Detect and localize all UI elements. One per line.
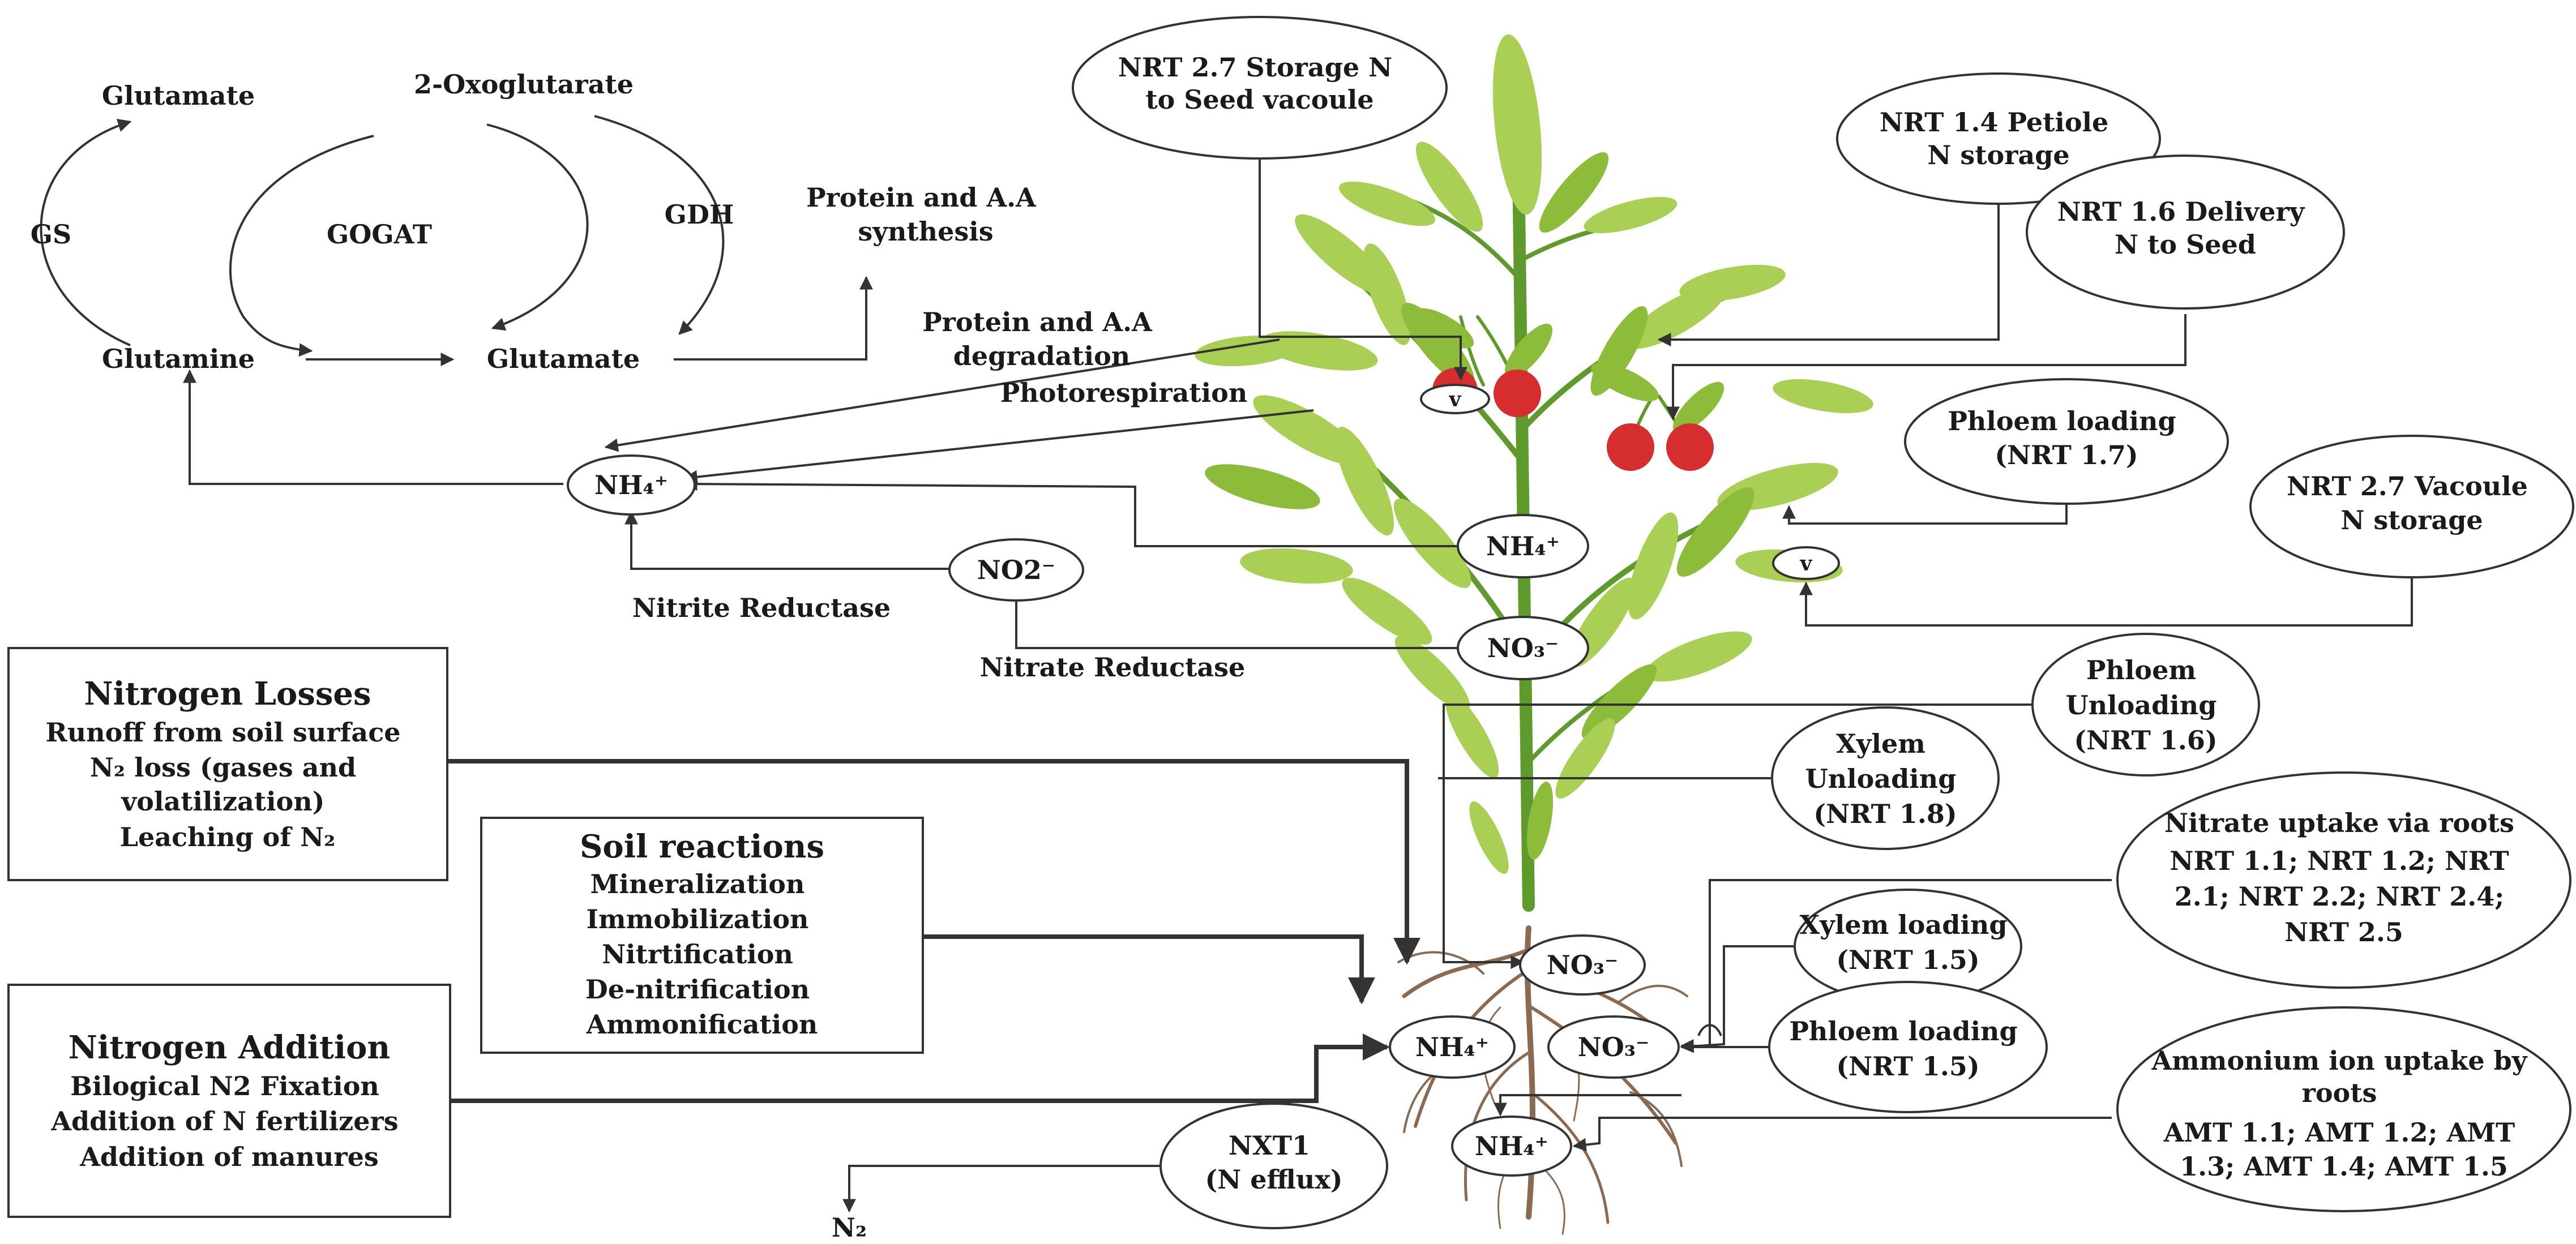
nrt16-delivery-node: NRT 1.6 Delivery N to Seed <box>2026 155 2345 310</box>
transporter-nodes: NRT 2.7 Storage N to Seed vacoule NRT 1.… <box>1072 16 2574 1229</box>
nrt14-node: NRT 1.4 Petiole N storage <box>1836 72 2161 205</box>
ion-nodes: NH₄⁺ NO2⁻ NH₄⁺ NO₃⁻ NO₃⁻ NH₄⁺ NO₃⁻ NH₄⁺ <box>567 384 1840 1243</box>
connectors <box>40 115 2413 1213</box>
phloem-unloading-node: Phloem Unloading (NRT 1.6) <box>2031 633 2260 777</box>
phloem-unloading-label: Phloem Unloading (NRT 1.6) <box>2066 655 2226 756</box>
phloem-loading-17-node: Phloem loading (NRT 1.7) <box>1904 378 2229 505</box>
nh4-root-bottom-label: NH₄⁺ <box>1475 1131 1548 1161</box>
n2-label: N₂ <box>832 1212 867 1243</box>
photorespiration-label: Photorespiration <box>1000 378 1248 408</box>
protein-synthesis-label: Protein and A.A synthesis <box>806 182 1045 247</box>
xylem-loading-label: Xylem loading (NRT 1.5) <box>1799 910 2016 975</box>
nh4-stem-node: NH₄⁺ <box>1457 514 1589 578</box>
ammonium-uptake-node: Ammonium ion uptake by roots AMT 1.1; AM… <box>2116 1006 2571 1212</box>
glutamate-bottom-label: Glutamate <box>487 344 640 374</box>
fruit-vacuole-node: v <box>1420 384 1490 414</box>
gs-gogat-cycle: Glutamate 2-Oxoglutarate GS GOGAT GDH Gl… <box>31 69 734 374</box>
protein-degradation-label: Protein and A.A degradation <box>922 307 1161 371</box>
no3-root-top-node: NO₃⁻ <box>1519 934 1646 996</box>
nh4-root-left-node: NH₄⁺ <box>1389 1015 1516 1079</box>
soil-reactions-items: Mineralization Immobilization Nitrtifica… <box>585 869 819 1040</box>
phloem-loading-17-label: Phloem loading (NRT 1.7) <box>1948 406 2185 470</box>
leaf-vacuole-label: v <box>1800 552 1813 576</box>
xylem-unloading-node: Xylem Unloading (NRT 1.8) <box>1771 706 2000 850</box>
nrt27-seed-node: NRT 2.7 Storage N to Seed vacoule <box>1072 16 1448 160</box>
nrt27-vacuole-label: NRT 2.7 Vacoule N storage <box>2287 471 2537 535</box>
fruits <box>1413 308 1725 471</box>
nxt1-node: NXT1 (N efflux) <box>1159 1103 1388 1229</box>
nitrate-uptake-node: Nitrate uptake via roots NRT 1.1; NRT 1.… <box>2116 771 2571 989</box>
oxoglutarate-label: 2-Oxoglutarate <box>414 69 634 100</box>
nitrogen-addition-items: Bilogical N2 Fixation Addition of N fert… <box>50 1071 407 1172</box>
nrt16-delivery-label: NRT 1.6 Delivery N to Seed <box>2057 196 2314 260</box>
nitrogen-addition-title: Nitrogen Addition <box>69 1029 390 1066</box>
nitrate-uptake-label: Nitrate uptake via roots NRT 1.1; NRT 1.… <box>2164 808 2523 947</box>
nitrogen-losses-items: Runoff from soil surface N₂ loss (gases … <box>46 717 410 852</box>
no3-stem-node: NO₃⁻ <box>1457 616 1589 680</box>
nitrite-reductase-label: Nitrite Reductase <box>632 593 891 623</box>
plant-illustration <box>1195 34 1873 1235</box>
leaf-vacuole-node: v <box>1772 546 1840 580</box>
no3-root-mid-node: NO₃⁻ <box>1547 1015 1680 1079</box>
process-labels: Protein and A.A synthesis Protein and A.… <box>632 182 1247 683</box>
fruit-vacuole-label: v <box>1449 388 1462 411</box>
leaves <box>1195 34 1873 874</box>
nitrogen-losses-box: Nitrogen Losses Runoff from soil surface… <box>7 647 448 881</box>
gdh-enzyme-label: GDH <box>665 199 734 230</box>
nitrogen-addition-box: Nitrogen Addition Bilogical N2 Fixation … <box>7 984 451 1218</box>
glutamate-top-label: Glutamate <box>102 80 255 111</box>
phloem-loading-15-node: Phloem loading (NRT 1.5) <box>1768 981 2048 1113</box>
nrt14-label: NRT 1.4 Petiole N storage <box>1880 107 2118 170</box>
nh4-root-bottom-node: NH₄⁺ <box>1451 1116 1572 1177</box>
nxt1-label: NXT1 (N efflux) <box>1205 1130 1342 1195</box>
nrt27-vacuole-node: NRT 2.7 Vacoule N storage <box>2249 435 2574 578</box>
nrt27-seed-label: NRT 2.7 Storage N to Seed vacoule <box>1118 52 1401 115</box>
no3-root-top-label: NO₃⁻ <box>1547 950 1619 980</box>
xylem-loading-node: Xylem loading (NRT 1.5) <box>1794 889 2022 1004</box>
soil-reactions-title: Soil reactions <box>580 828 824 865</box>
gs-enzyme-label: GS <box>31 219 72 250</box>
nh4-leaf-label: NH₄⁺ <box>594 470 668 500</box>
nitrate-reductase-label: Nitrate Reductase <box>980 652 1246 683</box>
nh4-stem-label: NH₄⁺ <box>1486 531 1560 561</box>
no3-root-mid-label: NO₃⁻ <box>1578 1032 1650 1062</box>
gogat-enzyme-label: GOGAT <box>327 219 432 250</box>
ammonium-uptake-label: Ammonium ion uptake by roots AMT 1.1; AM… <box>2151 1045 2536 1182</box>
no3-stem-label: NO₃⁻ <box>1487 633 1559 663</box>
glutamine-label: Glutamine <box>102 344 255 374</box>
soil-reactions-box: Soil reactions Mineralization Immobiliza… <box>480 817 924 1054</box>
nh4-leaf-node: NH₄⁺ <box>567 454 696 516</box>
nh4-root-left-label: NH₄⁺ <box>1415 1032 1489 1062</box>
xylem-unloading-label: Xylem Unloading (NRT 1.8) <box>1805 728 1966 829</box>
no2-node: NO2⁻ <box>948 538 1084 602</box>
nitrogen-losses-title: Nitrogen Losses <box>84 675 371 713</box>
no2-label: NO2⁻ <box>977 555 1055 585</box>
phloem-loading-15-label: Phloem loading (NRT 1.5) <box>1789 1016 2026 1082</box>
